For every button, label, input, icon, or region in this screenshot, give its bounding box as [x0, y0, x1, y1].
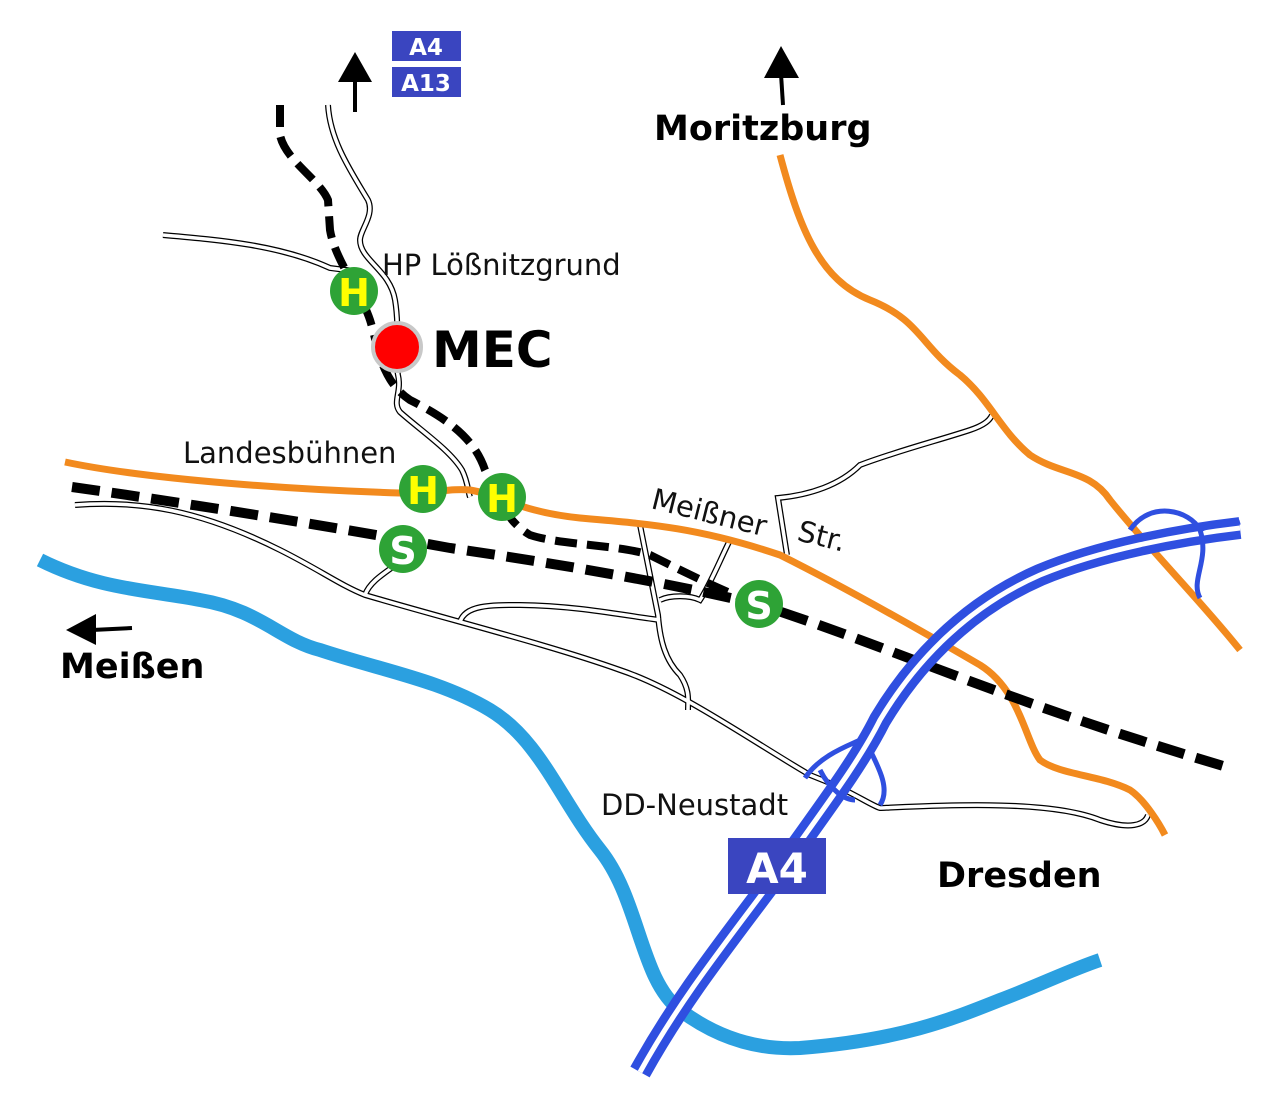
- svg-text:A13: A13: [401, 71, 451, 97]
- mec-marker: [371, 321, 423, 373]
- arrow-moritzburg: [764, 46, 799, 106]
- stop-h-2: H: [478, 473, 526, 521]
- label-moritzburg: Moritzburg: [654, 109, 872, 149]
- svg-text:H: H: [407, 469, 439, 513]
- label-str: Str.: [794, 514, 849, 559]
- label-dd-neustadt: DD-Neustadt: [601, 788, 788, 822]
- arrow-meissen: [66, 614, 133, 645]
- svg-text:S: S: [745, 584, 772, 628]
- label-mec: MEC: [432, 321, 553, 379]
- svg-text:A4: A4: [746, 844, 808, 893]
- svg-text:S: S: [389, 529, 416, 573]
- label-landesbuehnen: Landesbühnen: [183, 436, 396, 470]
- sbahn-station-1: S: [379, 525, 427, 573]
- label-meissen: Meißen: [60, 647, 204, 687]
- shield-a13-top: A13: [392, 67, 461, 97]
- shield-a4-top: A4: [392, 31, 461, 61]
- sbahn-station-2: S: [735, 580, 783, 628]
- stop-h-loessnitzgrund: H: [330, 267, 378, 315]
- label-dresden: Dresden: [937, 856, 1102, 896]
- shield-a4-main: A4: [728, 838, 826, 894]
- stop-h-landesbuehnen: H: [399, 465, 447, 513]
- label-hp-loessnitzgrund: HP Lößnitzgrund: [382, 248, 621, 282]
- railway: [71, 105, 1232, 773]
- minor-roads: [75, 105, 1148, 825]
- river-elbe: [36, 553, 1103, 1056]
- highway-a4: [630, 508, 1242, 1078]
- arrow-north-a4: [338, 52, 372, 112]
- svg-text:H: H: [486, 477, 518, 521]
- svg-text:A4: A4: [409, 35, 443, 61]
- svg-text:H: H: [338, 271, 370, 315]
